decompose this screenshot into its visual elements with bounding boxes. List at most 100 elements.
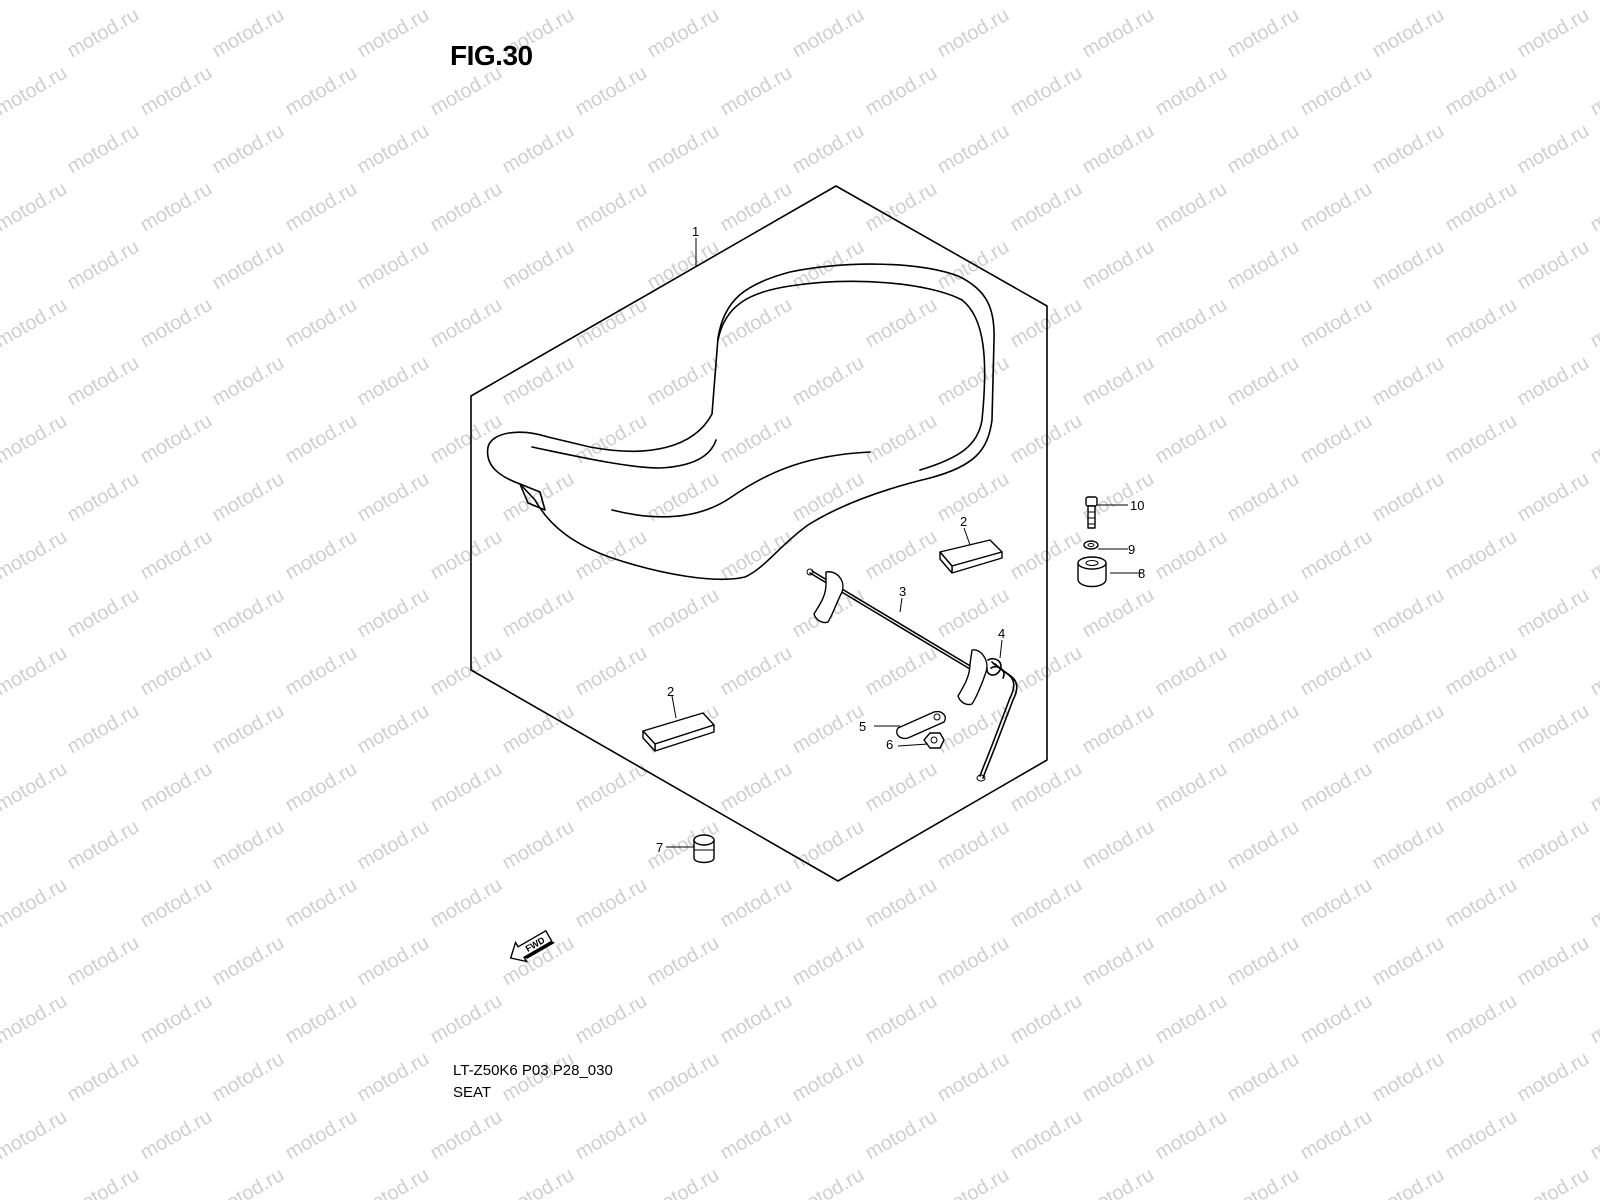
watermark-text: motod.ru (1369, 584, 1448, 643)
watermark-text: motod.ru (1514, 120, 1593, 179)
watermark-text: motod.ru (64, 932, 143, 991)
watermark-text: motod.ru (209, 700, 288, 759)
watermark-text: motod.ru (282, 178, 361, 237)
watermark-text: motod.ru (862, 294, 941, 353)
watermark-text: motod.ru (1442, 62, 1521, 121)
watermark-text: motod.ru (1007, 1106, 1086, 1165)
watermark-text: motod.ru (1079, 1164, 1158, 1200)
watermark-text: motod.ru (1514, 352, 1593, 411)
watermark-text: motod.ru (1152, 410, 1231, 469)
watermark-text: motod.ru (862, 0, 941, 4)
watermark-text: motod.ru (1152, 0, 1231, 4)
section-name: SEAT (453, 1084, 492, 1101)
watermark-text: motod.ru (1224, 120, 1303, 179)
watermark-text: motod.ru (1442, 0, 1521, 4)
watermark-text: motod.ru (0, 0, 71, 4)
watermark-text: motod.ru (209, 120, 288, 179)
watermark-text: motod.ru (499, 1164, 578, 1200)
watermark-text: motod.ru (1369, 932, 1448, 991)
watermark-text: motod.ru (1587, 642, 1600, 701)
figure-title: FIG.30 (450, 40, 533, 71)
watermark-text: motod.ru (1514, 468, 1593, 527)
watermark-text: motod.ru (1224, 236, 1303, 295)
watermark-text: motod.ru (1442, 1106, 1521, 1165)
watermark-text: motod.ru (282, 294, 361, 353)
watermark-text: motod.ru (934, 1048, 1013, 1107)
watermark-text: motod.ru (282, 62, 361, 121)
watermark-text: motod.ru (1369, 700, 1448, 759)
watermark-text: motod.ru (1587, 990, 1600, 1049)
watermark-text: motod.ru (427, 0, 506, 4)
watermark-text: motod.ru (1079, 120, 1158, 179)
watermark-text: motod.ru (572, 526, 651, 585)
watermark-text: motod.ru (0, 1106, 71, 1165)
watermark-text: motod.ru (499, 584, 578, 643)
watermark-text: motod.ru (1079, 932, 1158, 991)
watermark-text: motod.ru (1369, 1048, 1448, 1107)
watermark-text: motod.ru (137, 990, 216, 1049)
watermark-text: motod.ru (499, 352, 578, 411)
watermark-text: motod.ru (1442, 178, 1521, 237)
watermark-text: motod.ru (934, 120, 1013, 179)
watermark-text: motod.ru (64, 1164, 143, 1200)
watermark-text: motod.ru (644, 120, 723, 179)
watermark-text: motod.ru (717, 0, 796, 4)
watermark-text: motod.ru (1224, 1164, 1303, 1200)
watermark-text: motod.ru (1007, 294, 1086, 353)
watermark-text: motod.ru (209, 236, 288, 295)
watermark-text: motod.ru (354, 932, 433, 991)
watermark-text: motod.ru (717, 62, 796, 121)
watermark-text: motod.ru (427, 874, 506, 933)
watermark-text: motod.ru (1369, 4, 1448, 63)
watermark-text: motod.ru (1152, 758, 1231, 817)
watermark-text: motod.ru (1297, 874, 1376, 933)
watermark-text: motod.ru (717, 410, 796, 469)
watermark-text: motod.ru (354, 584, 433, 643)
watermark-text: motod.ru (1224, 468, 1303, 527)
watermark-text: motod.ru (789, 352, 868, 411)
seat-pad-icon (642, 712, 715, 752)
watermark-text: motod.ru (0, 178, 71, 237)
model-code: LT-Z50K6 P03 P28_030 (453, 1062, 613, 1079)
watermark-text: motod.ru (862, 758, 941, 817)
watermark-text: motod.ru (572, 294, 651, 353)
watermark-text: motod.ru (1587, 874, 1600, 933)
watermark-text: motod.ru (137, 410, 216, 469)
watermark-text: motod.ru (1587, 1106, 1600, 1165)
watermark-text: motod.ru (717, 642, 796, 701)
watermark-text: motod.ru (64, 236, 143, 295)
watermark-text: motod.ru (934, 352, 1013, 411)
watermark-text: motod.ru (209, 816, 288, 875)
watermark-text: motod.ru (644, 468, 723, 527)
watermark-text: motod.ru (209, 932, 288, 991)
callout-4: 4 (998, 626, 1005, 641)
watermark-text: motod.ru (499, 468, 578, 527)
watermark-text: motod.ru (0, 990, 71, 1049)
watermark-text: motod.ru (717, 294, 796, 353)
watermark-text: motod.ru (209, 584, 288, 643)
watermark-text: motod.ru (1007, 990, 1086, 1049)
watermark-text: motod.ru (789, 932, 868, 991)
watermark-text: motod.ru (1297, 410, 1376, 469)
watermark-text: motod.ru (644, 1048, 723, 1107)
watermark-text: motod.ru (789, 468, 868, 527)
watermark-text: motod.ru (1152, 178, 1231, 237)
watermark-text: motod.ru (282, 526, 361, 585)
watermark-text: motod.ru (572, 410, 651, 469)
watermark-text: motod.ru (1007, 62, 1086, 121)
watermark-text: motod.ru (209, 468, 288, 527)
watermark-text: motod.ru (1079, 1048, 1158, 1107)
watermark-text: motod.ru (1514, 700, 1593, 759)
watermark-text: motod.ru (1442, 410, 1521, 469)
watermark-text: motod.ru (862, 990, 941, 1049)
watermark-text: motod.ru (572, 1106, 651, 1165)
watermark-text: motod.ru (717, 1106, 796, 1165)
watermark-text: motod.ru (354, 468, 433, 527)
watermark-text: motod.ru (1224, 932, 1303, 991)
watermark-text: motod.ru (137, 642, 216, 701)
watermark-text: motod.ru (1442, 526, 1521, 585)
watermark-text: motod.ru (137, 874, 216, 933)
watermark-text: motod.ru (1007, 178, 1086, 237)
watermark-text: motod.ru (1369, 1164, 1448, 1200)
